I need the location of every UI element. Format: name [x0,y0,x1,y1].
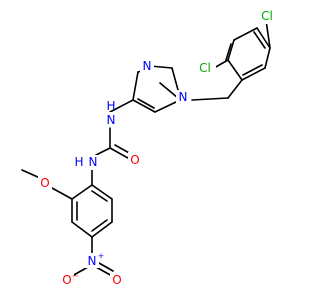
nitrogen-atom-label: N [143,59,152,73]
bg-cl-left [194,60,216,75]
bg-n-pz1 [176,90,190,105]
oxygen-atom-label: O [112,273,121,287]
bg-o-nitro-left [60,272,74,287]
nitrogen-atom-label: N [179,90,188,104]
ch2-bond-upper [227,79,243,99]
oxygen-atom-label: O [62,273,71,287]
nitrogen-atom-label: N [88,254,97,268]
molecule-structure: Cl Cl N N N H O N H O N + O − O [21,9,278,287]
nitrogen-atom-label: N [89,155,98,169]
negative-charge-label: − [72,272,79,281]
bg-o-methoxy [38,176,52,191]
molecule-canvas: Cl Cl N N N H O N H O N + O − O [21,9,278,287]
bg-n-nitro [85,253,99,268]
bg-cl-top [256,9,278,24]
ch2-bond-lower [191,97,229,101]
oxygen-atom-label: O [40,176,49,190]
dichlorophenyl-ring [213,19,271,81]
nitrophenyl-ring [21,169,114,277]
bg-o-nitro-right [110,272,124,287]
oxygen-atom-label: O [130,153,139,167]
pyrazole-ring [132,65,179,113]
chlorine-atom-label: Cl [199,61,211,75]
bg-n-pz2 [140,59,154,74]
hydrogen-atom-label: H [74,155,83,169]
bg-o-carbonyl [128,152,142,167]
positive-charge-label: + [98,252,105,261]
bg-nh-upper [104,112,118,127]
bg-nh-lower [86,155,100,170]
chlorine-atom-label: Cl [261,9,273,23]
nitrogen-atom-label: N [107,113,116,127]
hydrogen-atom-label: H [106,99,115,113]
